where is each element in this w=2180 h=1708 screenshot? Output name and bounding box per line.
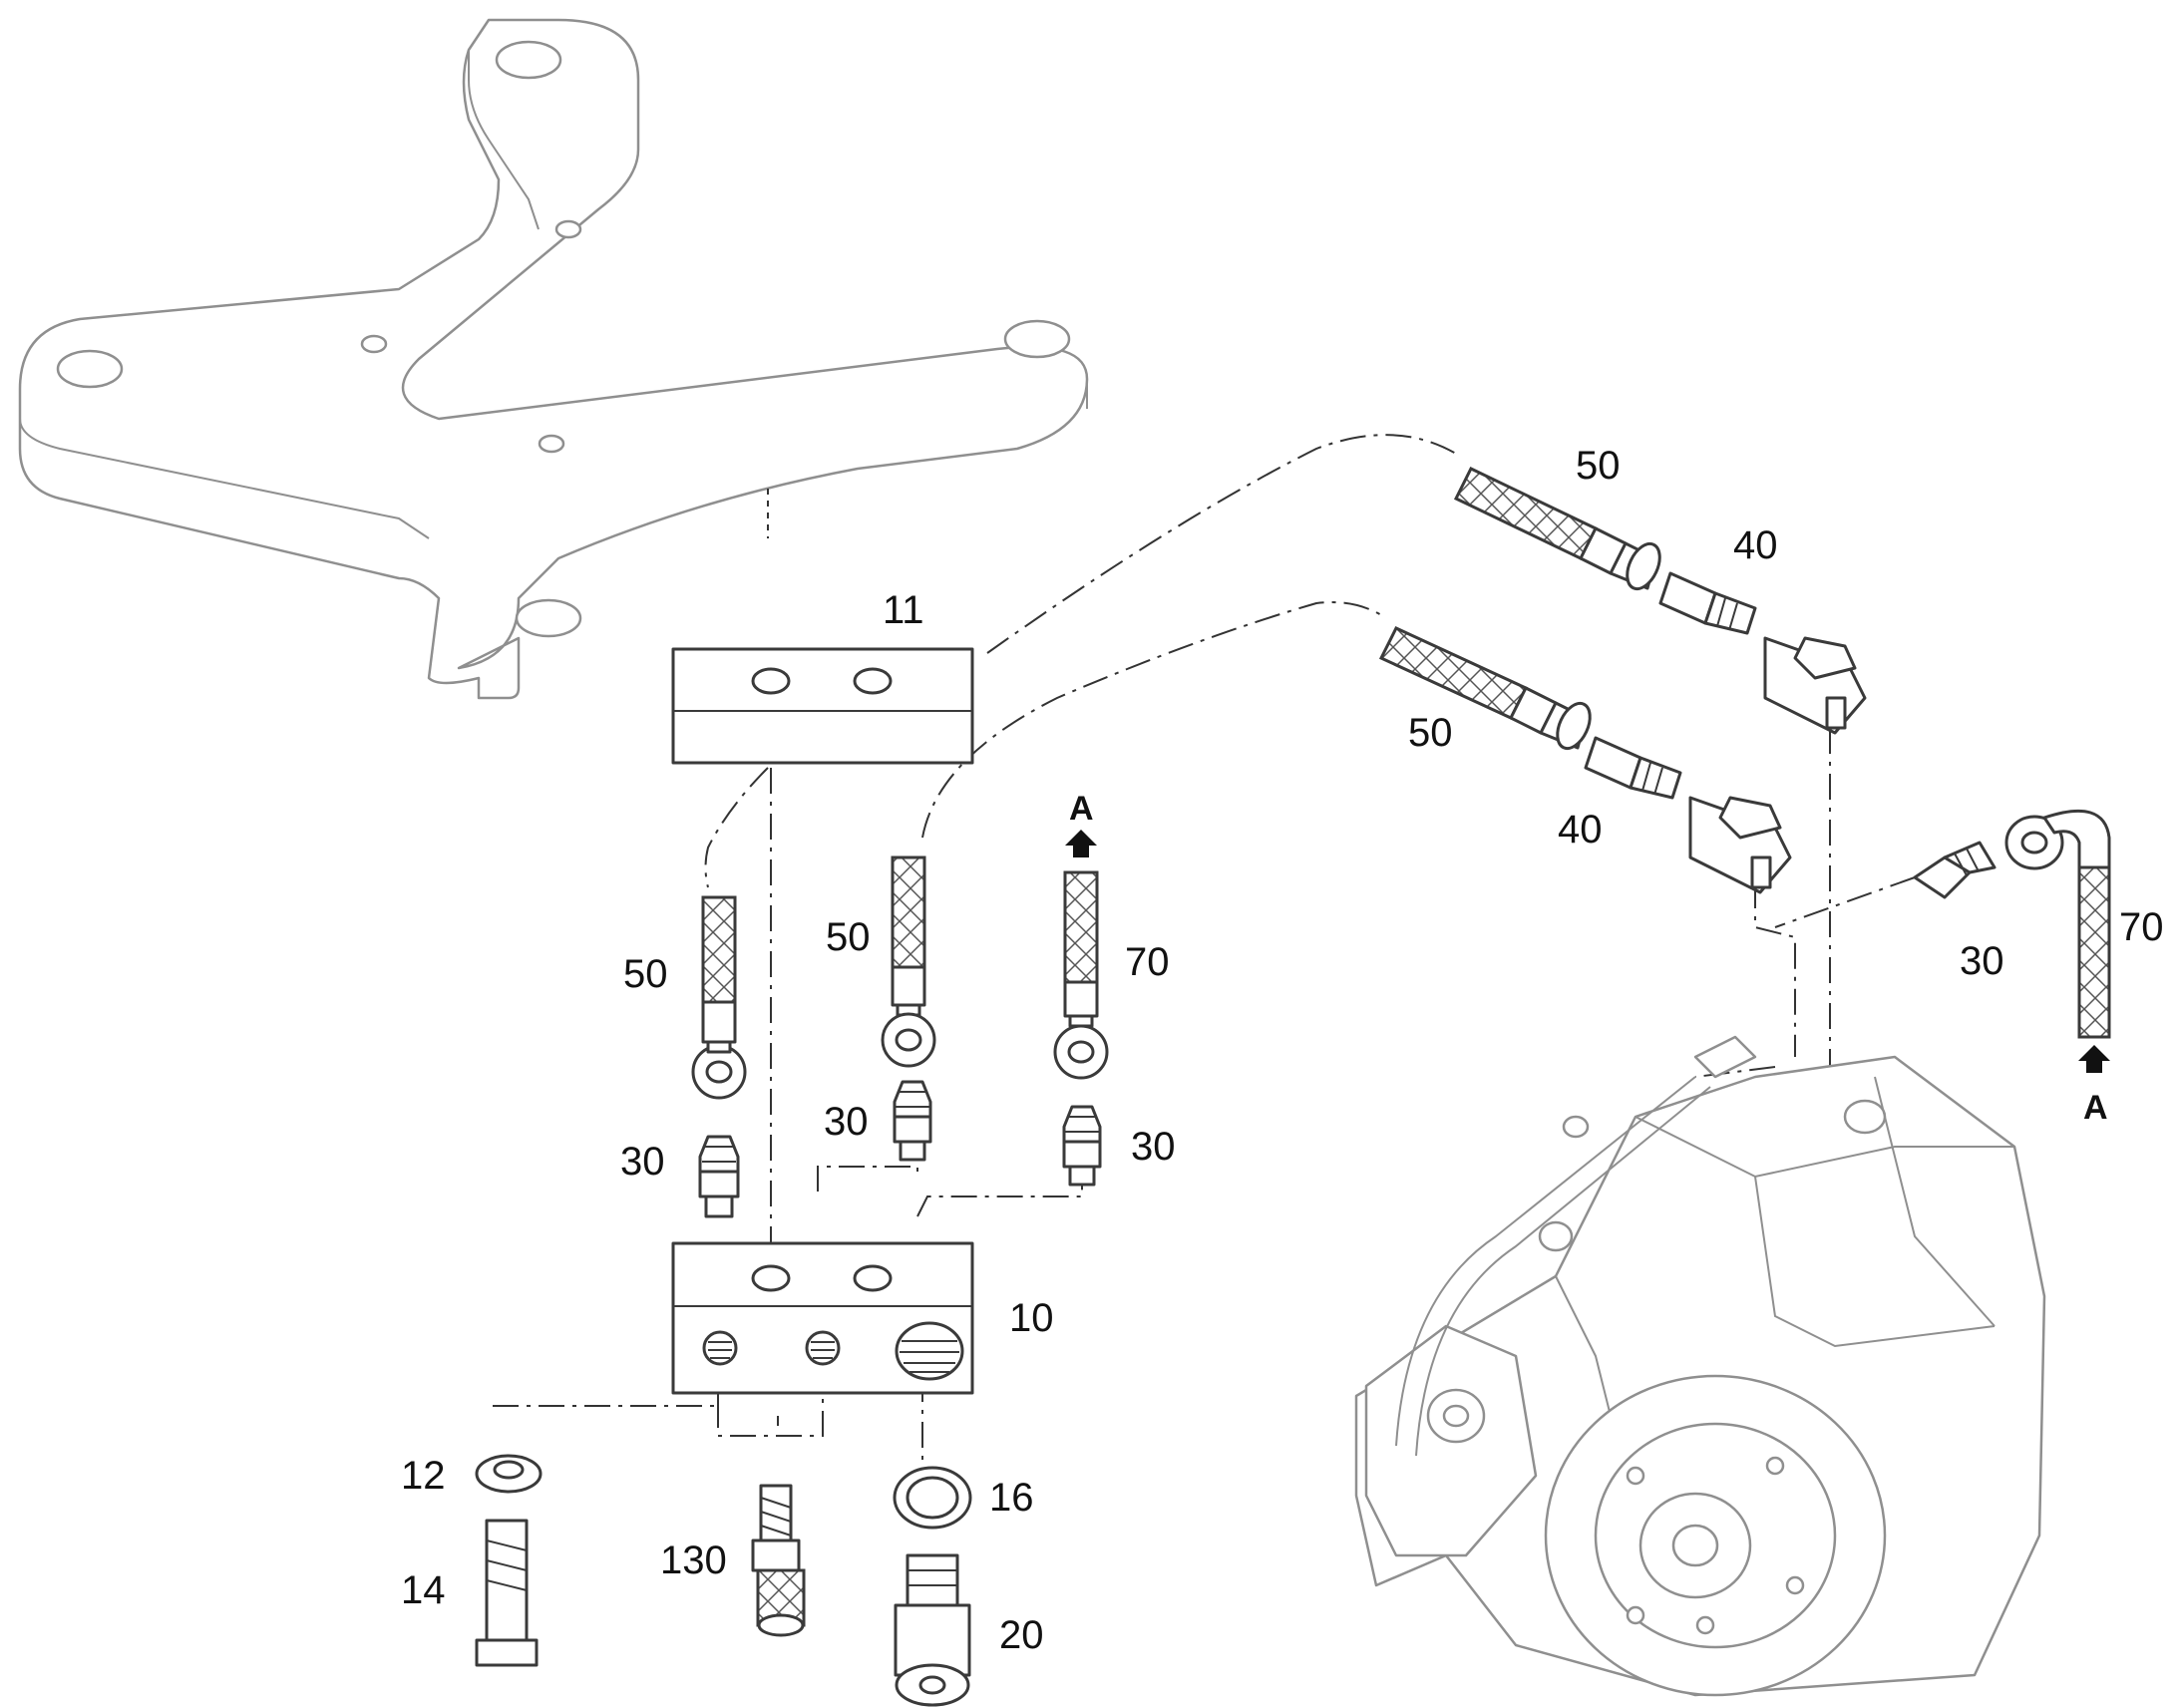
callout-11: 11	[883, 588, 924, 632]
banjo-lower	[1688, 796, 1792, 894]
block-11	[671, 647, 974, 765]
hose-50-left	[691, 895, 747, 1100]
callout-30-mid: 30	[824, 1100, 869, 1144]
hose-50-mid	[881, 855, 936, 1068]
hose-70-far	[2004, 809, 2111, 1039]
transmission-housing	[1354, 1035, 2046, 1697]
callout-50-mid: 50	[826, 915, 871, 959]
fitting-30-right	[1062, 1105, 1102, 1187]
fitting-30-far	[1913, 841, 1997, 899]
callout-30-right: 30	[1131, 1125, 1176, 1169]
bolt-14	[475, 1519, 539, 1667]
callout-130: 130	[660, 1538, 727, 1582]
callout-70-mid: 70	[1125, 940, 1170, 984]
plug-20	[894, 1553, 971, 1707]
breather-130	[751, 1484, 806, 1637]
callout-labels: 11 10 12 14 16 20 130 50 50 70 30 30 30 …	[401, 444, 2164, 1657]
block-10	[671, 1241, 974, 1395]
callout-50-upper: 50	[1576, 444, 1621, 488]
seal-16	[893, 1466, 972, 1530]
callout-16: 16	[989, 1476, 1034, 1520]
reference-arrow-up	[1065, 830, 1097, 857]
callout-40-lower: 40	[1558, 808, 1603, 852]
washer-12	[475, 1454, 543, 1494]
nipple-40-upper	[1658, 571, 1757, 635]
reference-a-top: A	[1069, 790, 1094, 828]
callout-20: 20	[999, 1613, 1044, 1657]
fitting-30-left	[698, 1135, 740, 1218]
fitting-30-mid	[893, 1080, 932, 1162]
reference-a-bottom: A	[2083, 1089, 2108, 1127]
callout-50-lower: 50	[1408, 711, 1453, 755]
hose-50-upper	[1453, 467, 1661, 591]
reference-arrow-up-far	[2078, 1045, 2110, 1073]
hose-50-lower	[1378, 626, 1592, 751]
callout-12: 12	[401, 1454, 446, 1498]
callout-30-far: 30	[1960, 939, 2004, 983]
callout-10: 10	[1009, 1296, 1054, 1340]
callout-30-left: 30	[620, 1140, 665, 1184]
mounting-plate	[18, 18, 1089, 700]
callout-70-far: 70	[2119, 905, 2164, 949]
nipple-40-lower	[1584, 736, 1682, 800]
callout-14: 14	[401, 1568, 446, 1612]
banjo-upper	[1763, 636, 1867, 735]
callout-40-upper: 40	[1733, 523, 1778, 567]
hose-70-mid	[1053, 870, 1109, 1080]
callout-50-left: 50	[623, 952, 668, 996]
